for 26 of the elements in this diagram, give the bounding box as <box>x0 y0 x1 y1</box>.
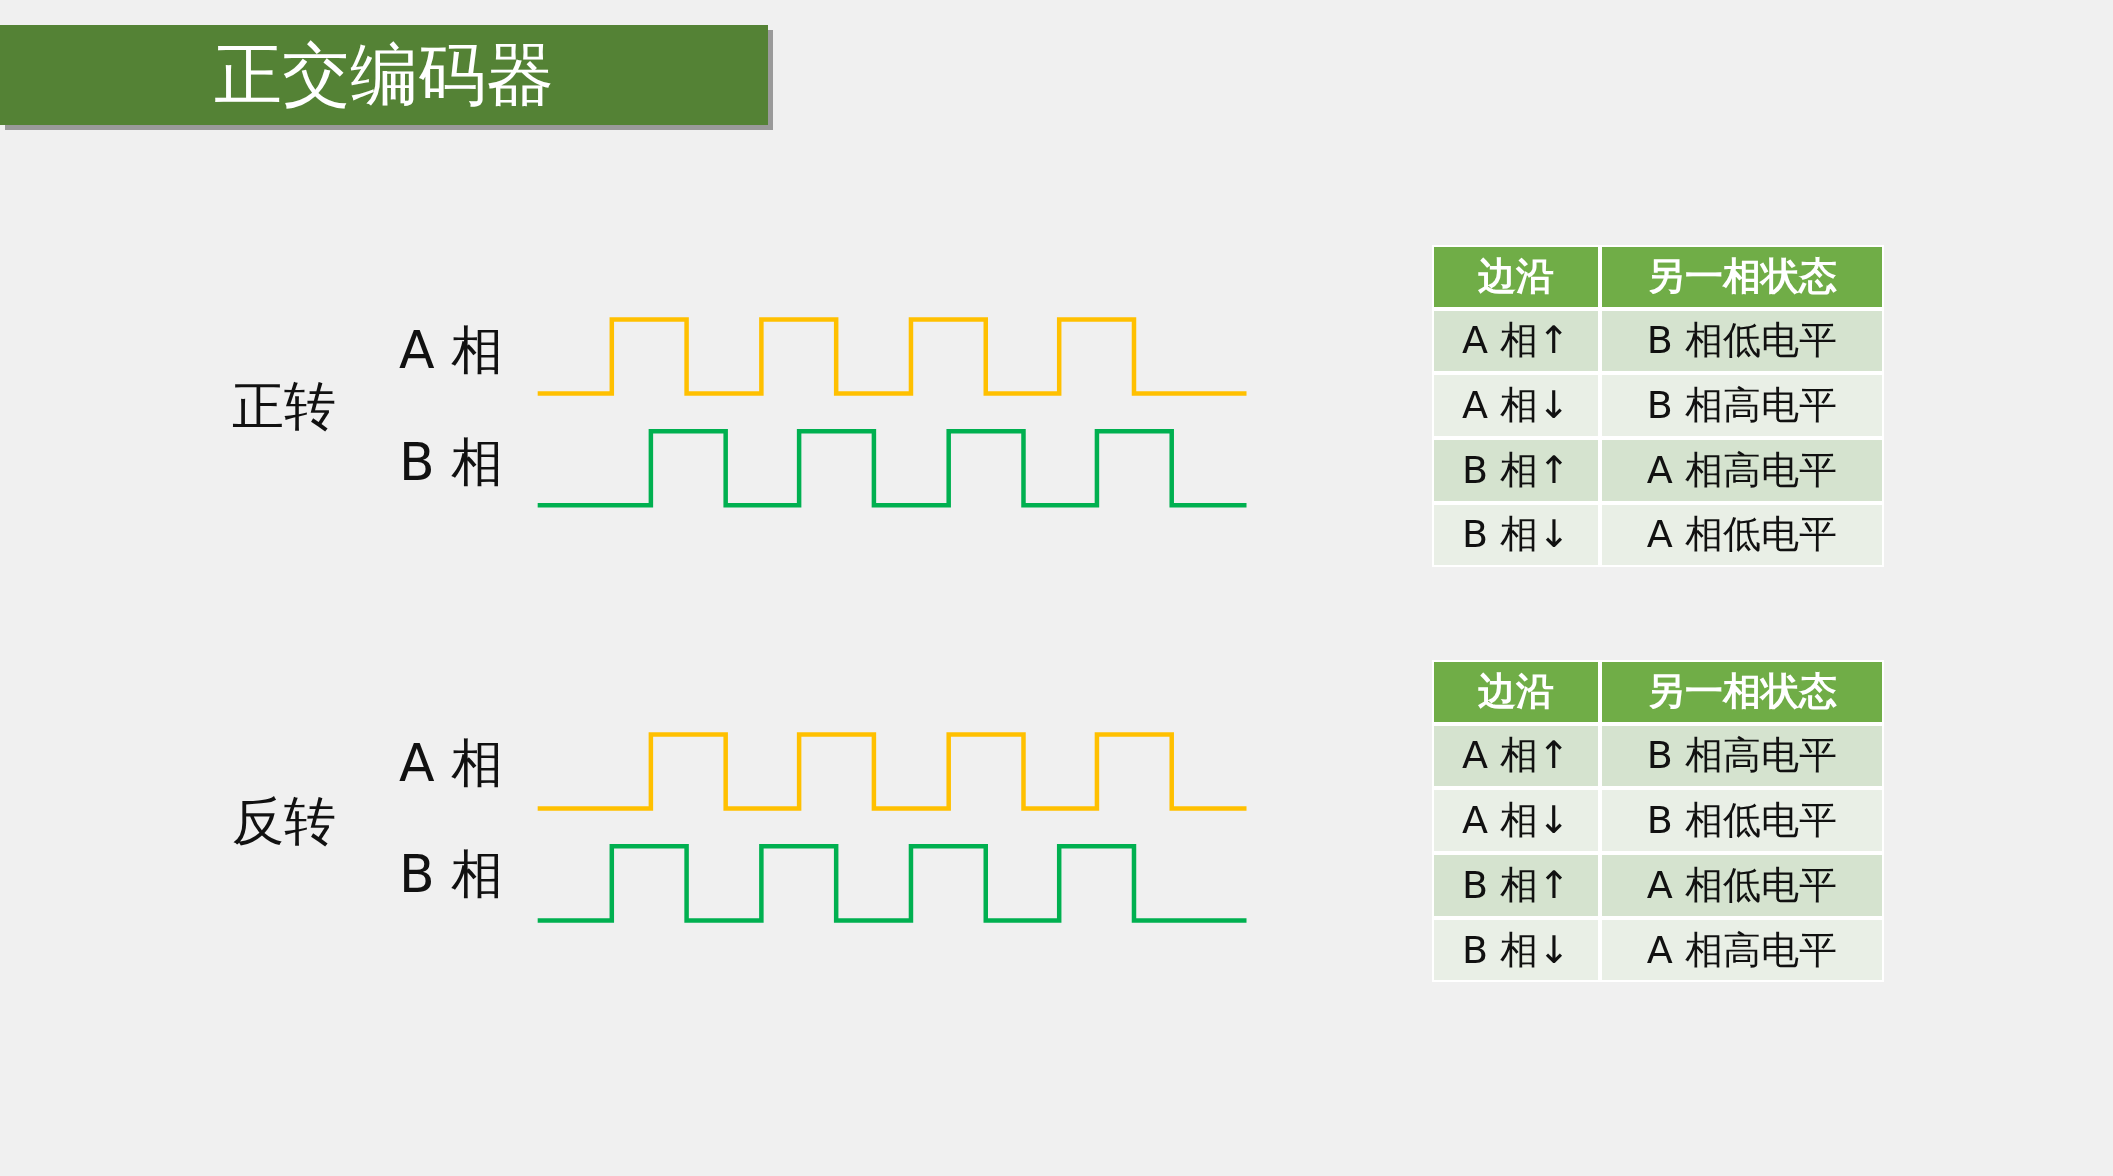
table-cell: A 相低电平 <box>1599 853 1884 918</box>
rotation-label: 反转 <box>232 793 336 851</box>
phase-label: A 相 <box>399 735 504 793</box>
table-cell: A 相↓ <box>1432 788 1600 853</box>
table-cell: A 相低电平 <box>1599 502 1884 568</box>
phase-label: A 相 <box>399 322 504 380</box>
rotation-label: 正转 <box>232 378 336 436</box>
table-cell: A 相高电平 <box>1599 917 1884 983</box>
phase-label: B 相 <box>399 434 504 492</box>
table-cell: B 相低电平 <box>1599 308 1884 374</box>
table-cell: B 相低电平 <box>1599 788 1884 853</box>
phase-label: B 相 <box>399 846 504 904</box>
table-cell: A 相高电平 <box>1599 437 1884 503</box>
table-cell: A 相↑ <box>1432 308 1600 374</box>
header-cell: 另一相状态 <box>1599 245 1884 309</box>
table-cell: A 相↓ <box>1432 373 1600 438</box>
table-cell: B 相↑ <box>1432 437 1600 503</box>
header-cell: 边沿 <box>1432 660 1600 724</box>
table-cell: A 相↑ <box>1432 723 1600 789</box>
table-cell: B 相↓ <box>1432 502 1600 568</box>
header-cell: 边沿 <box>1432 245 1600 309</box>
header-cell: 另一相状态 <box>1599 660 1884 724</box>
table-cell: B 相高电平 <box>1599 723 1884 789</box>
table-cell: B 相↑ <box>1432 853 1600 918</box>
table-cell: B 相高电平 <box>1599 373 1884 438</box>
table-cell: B 相↓ <box>1432 917 1600 983</box>
